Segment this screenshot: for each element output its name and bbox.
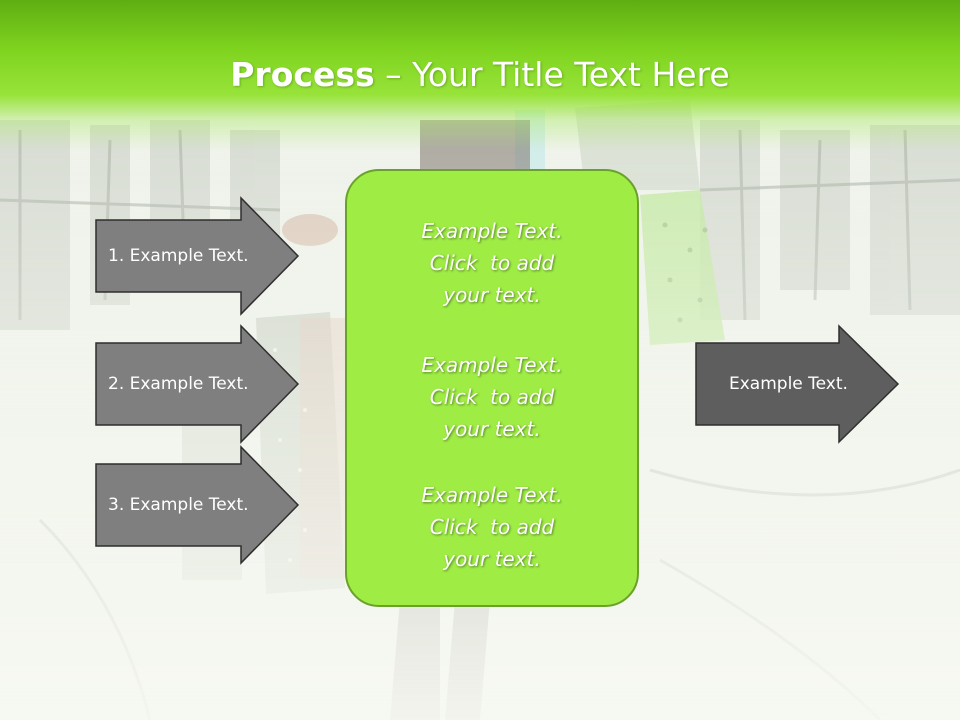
- block-line: Example Text.: [421, 353, 563, 377]
- center-block-2: Example Text. Click to add your text.: [347, 349, 637, 445]
- left-arrow-3-label: 3. Example Text.: [108, 495, 249, 515]
- left-arrow-1[interactable]: 1. Example Text.: [95, 196, 300, 316]
- left-arrow-2-label: 2. Example Text.: [108, 374, 249, 394]
- title-band: [0, 0, 960, 150]
- block-line: Click to add: [429, 251, 555, 275]
- block-line: Example Text.: [421, 483, 563, 507]
- block-line: Click to add: [429, 385, 555, 409]
- arrow-shape-icon: [95, 196, 300, 316]
- center-block-1: Example Text. Click to add your text.: [347, 215, 637, 311]
- block-line: your text.: [443, 547, 541, 571]
- right-arrow[interactable]: Example Text.: [695, 324, 900, 444]
- left-arrow-2[interactable]: 2. Example Text.: [95, 324, 300, 444]
- center-text-box[interactable]: Example Text. Click to add your text. Ex…: [345, 169, 639, 607]
- title-bold: Process: [230, 55, 375, 94]
- left-arrow-3[interactable]: 3. Example Text.: [95, 445, 300, 565]
- block-line: Example Text.: [421, 219, 563, 243]
- block-line: your text.: [443, 283, 541, 307]
- block-line: Click to add: [429, 515, 555, 539]
- block-line: your text.: [443, 417, 541, 441]
- slide-title[interactable]: Process – Your Title Text Here: [0, 52, 960, 98]
- right-arrow-label: Example Text.: [729, 374, 848, 394]
- arrow-shape-icon: [95, 445, 300, 565]
- arrow-shape-icon: [95, 324, 300, 444]
- title-rest: – Your Title Text Here: [374, 55, 730, 94]
- arrow-shape-icon: [695, 324, 900, 444]
- center-block-3: Example Text. Click to add your text.: [347, 479, 637, 575]
- left-arrow-1-label: 1. Example Text.: [108, 246, 249, 266]
